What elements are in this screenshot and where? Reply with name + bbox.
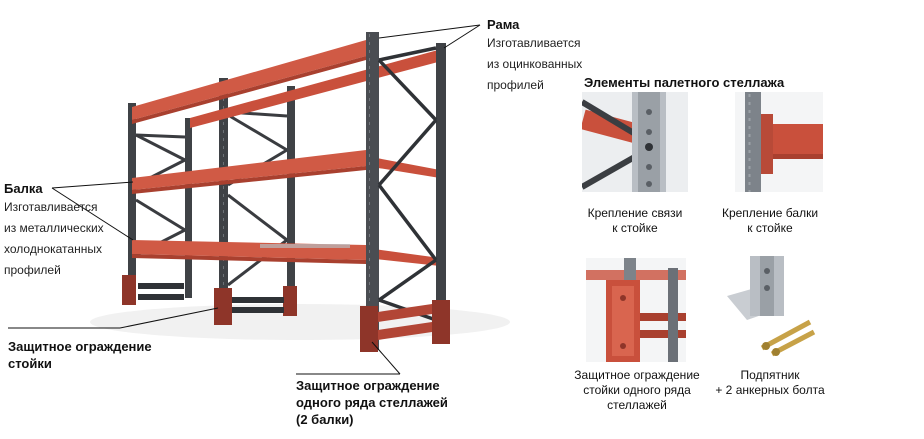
row-guard-callout-line: Защитное ограждение <box>296 378 440 393</box>
beam-connection-caption: Крепление балки к стойке <box>705 206 835 236</box>
baseplate-anchor-photo-icon <box>722 256 822 360</box>
row-guard <box>360 300 450 352</box>
caption-line: Крепление связи <box>587 206 683 220</box>
beam-callout-line: из металлических <box>4 221 104 235</box>
rack-beams <box>132 40 440 266</box>
frame-callout-line: Изготавливается <box>487 36 581 50</box>
brace-connection-caption: Крепление связи к стойке <box>570 206 700 236</box>
caption-line: Подпятник <box>740 368 800 382</box>
caption-line: к стойке <box>612 221 658 235</box>
callout-lines <box>8 24 481 375</box>
beam-callout: Балка Изготавливается из металлических х… <box>4 180 104 281</box>
row-guard-callout: Защитное ограждение одного ряда стеллаже… <box>296 377 448 428</box>
row-guard-callout-line: (2 балки) <box>296 412 354 427</box>
upright-guard-callout-line: Защитное ограждение <box>8 339 152 354</box>
frame-callout-line: из оцинкованных <box>487 57 583 71</box>
row-guard-callout-line: одного ряда стеллажей <box>296 395 448 410</box>
row-guard-photo-icon <box>586 258 686 362</box>
beam-callout-line: холоднокатанных <box>4 242 102 256</box>
upright-guard-callout: Защитное ограждение стойки <box>8 338 152 372</box>
elements-panel-title: Элементы палетного стеллажа <box>584 75 785 90</box>
frame-callout-title: Рама <box>487 17 520 32</box>
caption-line: Крепление балки <box>721 206 819 220</box>
caption-line: к стойке <box>747 221 793 235</box>
beam-callout-line: Изготавливается <box>4 200 98 214</box>
beam-callout-line: профилей <box>4 263 61 277</box>
frame-callout: Рама Изготавливается из оцинкованных про… <box>487 16 582 96</box>
caption-line: + 2 анкерных болта <box>715 383 825 397</box>
rack-frame-far <box>122 103 192 305</box>
baseplate-caption: Подпятник + 2 анкерных болта <box>700 368 840 398</box>
beam-callout-title: Балка <box>4 181 43 196</box>
row-guard-caption: Защитное ограждение стойки одного ряда с… <box>562 368 712 413</box>
caption-line: стеллажей <box>607 398 667 412</box>
upright-guard-callout-line: стойки <box>8 356 52 371</box>
brace-connection-photo-icon <box>582 92 688 192</box>
caption-line: стойки одного ряда <box>583 383 691 397</box>
beam-connection-photo-icon <box>735 92 823 192</box>
caption-line: Защитное ограждение <box>574 368 700 382</box>
frame-callout-line: профилей <box>487 78 544 92</box>
